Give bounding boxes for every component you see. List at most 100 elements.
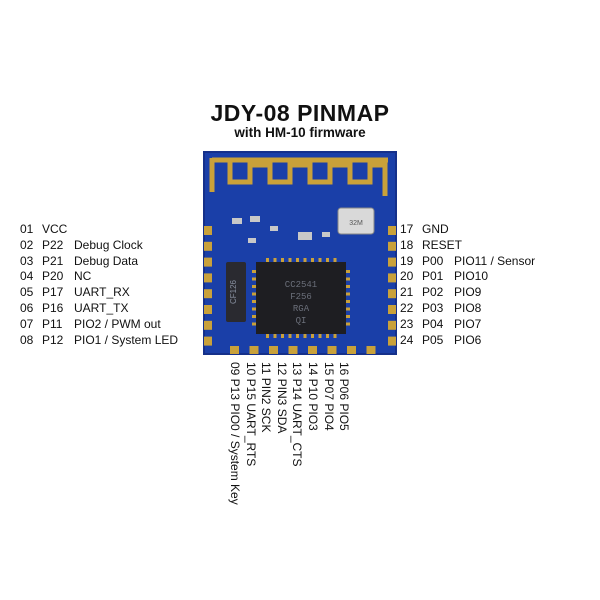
bottom-pad [288,346,298,354]
chip-pin [296,258,299,262]
left-pad [204,320,212,330]
right-pad [388,257,396,267]
chip-pin [252,292,256,296]
pin-port: P02 [422,285,444,300]
page-title: JDY-08 PINMAP [210,100,390,126]
pin-function: Debug Clock [74,237,143,252]
right-pin-label: 23 P04 PIO7 [400,317,481,331]
pin-number: 01 [20,222,34,236]
right-pad [388,336,396,346]
pin-function: UART_RX [74,285,130,300]
right-pad [388,289,396,299]
crystal [337,207,375,235]
chip-marking-line: CC2541 [285,280,317,290]
bottom-pin-label: 15 P07 PIO4 [321,362,336,431]
chip-pin [311,258,314,262]
chip-pin [252,270,256,273]
pin-port: GND [422,222,449,236]
chip-pin [318,258,322,262]
chip-pin [346,315,350,318]
pin-number: 03 [20,253,34,268]
right-pads [388,226,396,346]
pin-port: P04 [422,316,444,331]
pin-port: P16 [42,301,64,315]
pin-function: UART_TX [74,301,129,315]
chip-pin [266,258,269,262]
chip-pin [252,315,256,318]
pin-port: RESET [422,237,463,252]
chip-marking-line: F256 [290,292,312,302]
pin-number: 04 [20,269,34,284]
main-chip [256,262,346,334]
chip-pin [252,322,256,326]
chip-pin [346,300,350,303]
left-pad [204,226,212,235]
pin-number: 06 [20,301,34,315]
chip-pin [281,258,284,262]
left-pad [204,289,212,299]
chip-pin [333,334,337,338]
pin-number: 17 [400,222,414,236]
bottom-pad [269,346,278,354]
chip-pin [346,307,350,311]
chip-pin [311,334,314,338]
chip-marking: CC2541 F256 RGA QI [285,280,317,326]
pin-function: PIO1 / System LED [74,332,179,347]
pin-function: PIO7 [454,316,482,331]
pin-port: P03 [422,301,444,315]
bottom-pad [327,346,337,354]
inductor [226,262,246,322]
right-pad [388,226,396,235]
chip-pin [346,285,350,288]
left-pin-label: 05 P17 UART_RX [20,285,130,299]
crystal-marking: 32M [349,220,363,227]
pin-port: P05 [422,332,444,347]
left-pad [204,336,212,346]
pin-number: 23 [400,316,414,331]
pin-function: PIO11 / Sensor [454,253,536,268]
pin-number: 22 [400,301,414,315]
antenna-trace [209,157,388,196]
bottom-pin-label: 10 P15 UART_RTS [243,362,258,467]
pin-number: 24 [400,332,414,347]
pin-port: P12 [42,332,64,347]
pin-port: P17 [42,285,64,300]
chip-pin [252,277,256,281]
pin-number: 05 [20,285,34,300]
pin-function: Debug Data [74,253,139,268]
bottom-pad [366,346,376,354]
chip-pin [346,292,350,296]
left-pad [204,241,212,251]
left-pads [204,226,212,346]
bottom-pin-label: 11 PIN2 SCK [259,362,274,433]
pin-number: 19 [400,253,414,268]
passive-components [232,216,330,243]
pin-port: P11 [42,316,63,331]
pin-port: P00 [422,253,444,268]
chip-pin [252,285,256,288]
pin-function: PIO6 [454,332,482,347]
right-pad [388,320,396,330]
left-pad [204,305,212,314]
chip-pins [252,258,350,338]
bottom-pad [308,346,317,354]
pin-number: 08 [20,332,34,347]
left-pin-label: 08 P12 PIO1 / System LED [20,333,178,347]
chip-marking-line: RGA [293,304,310,314]
pin-number: 02 [20,237,34,252]
right-pad [388,273,396,283]
right-pad [388,305,396,314]
pin-port: P20 [42,269,64,284]
pin-port: P01 [422,269,444,284]
bottom-pin-label: 12 PIN3 SDA [274,362,289,434]
pin-number: 20 [400,269,414,284]
bottom-pads [230,346,376,354]
